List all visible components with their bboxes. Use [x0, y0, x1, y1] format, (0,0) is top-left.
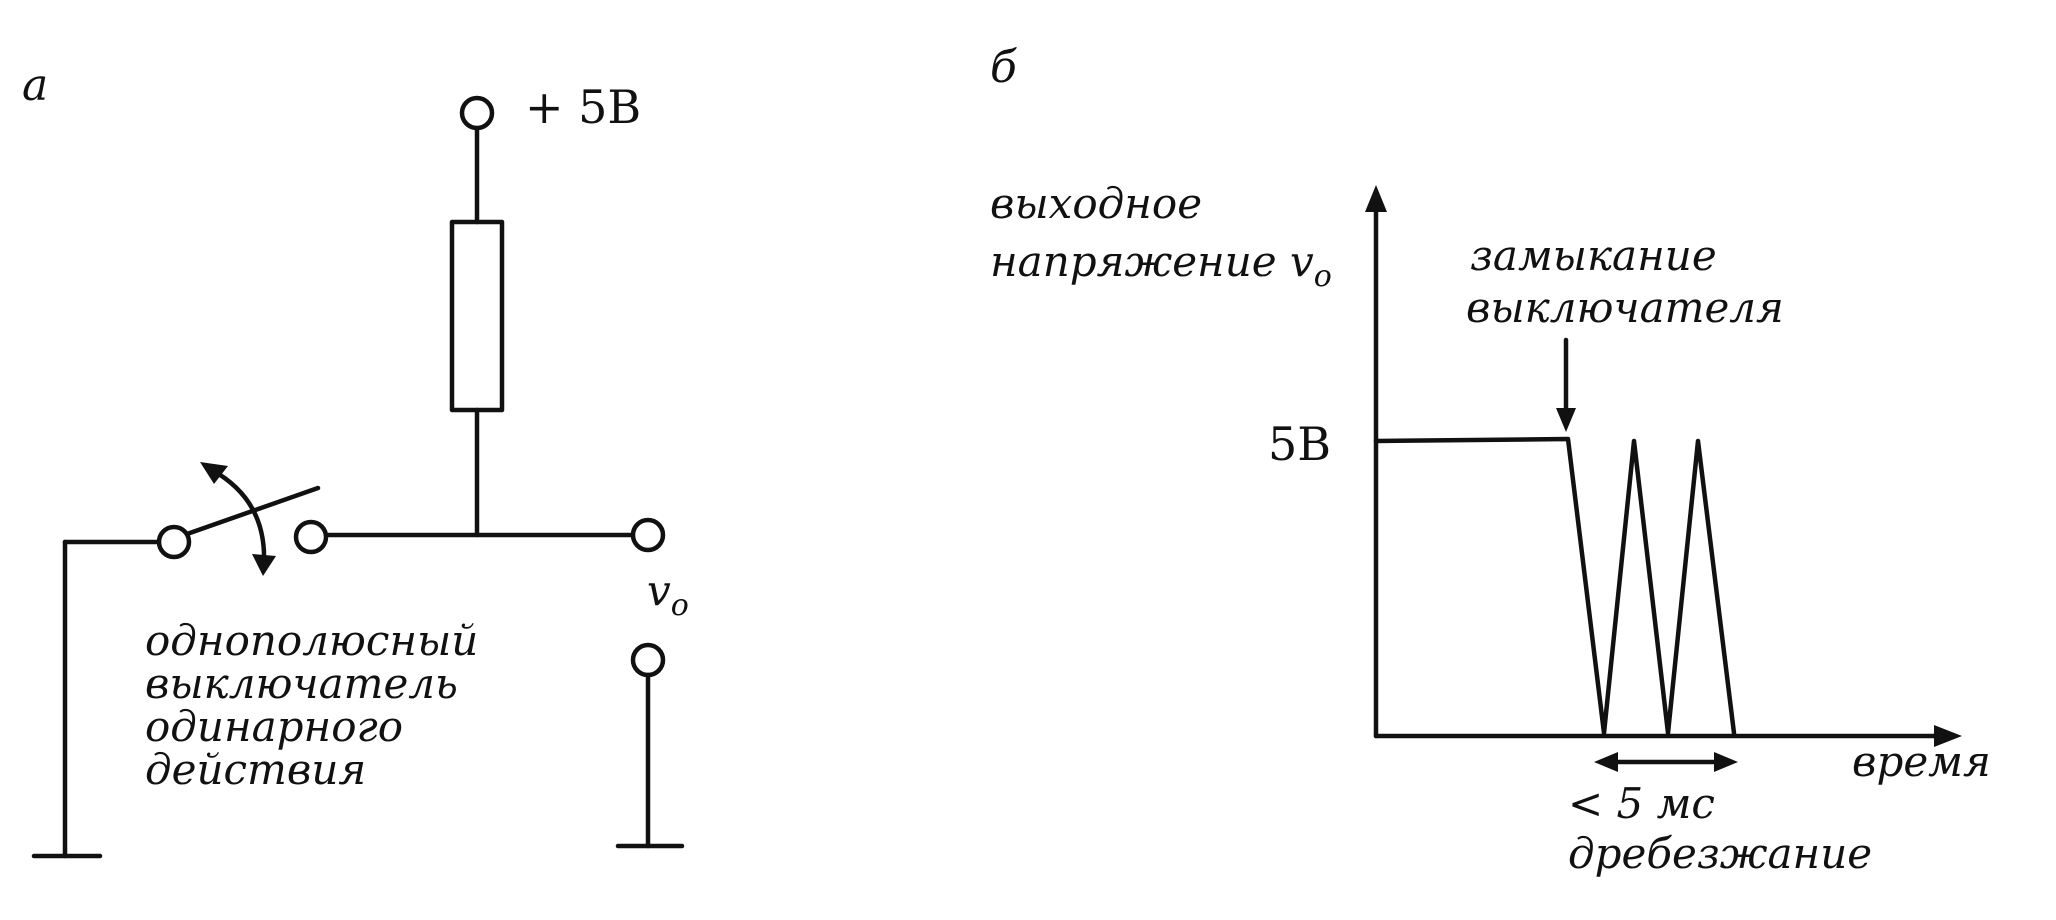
- output-waveform: [1373, 436, 1737, 736]
- switch-contact-right: [293, 519, 329, 555]
- annotation-line-2: выключателя: [1466, 283, 1784, 332]
- switch-label-line-2: выключатель: [145, 659, 458, 708]
- switch-motion-arrow: [209, 467, 267, 565]
- output-label: vo: [647, 566, 689, 623]
- y-axis-arrow: [1365, 185, 1387, 212]
- switch-description: однополюсный выключатель одинарного дейс…: [145, 616, 478, 794]
- supply-voltage-label: + 5В: [525, 80, 641, 134]
- bounce-label: дребезжание: [1568, 829, 1872, 878]
- ground-terminal: [630, 642, 666, 678]
- y-axis-label-line-2: напряжение vo: [990, 237, 1332, 294]
- x-axis-label: время: [1852, 737, 1991, 786]
- y-axis-label-line-1: выходное: [990, 179, 1202, 228]
- annotation-arrow-head: [1556, 408, 1576, 432]
- annotation-line-1: замыкание: [1470, 231, 1717, 280]
- bounce-span-arrow-right: [1714, 752, 1738, 772]
- switch-arrow-head-up: [200, 462, 228, 484]
- bounce-span-arrow-left: [1594, 752, 1618, 772]
- switch-contact-left: [156, 524, 192, 560]
- resistor: [449, 219, 505, 413]
- bounce-time-label: < 5 мс: [1568, 779, 1715, 828]
- switch-label-line-3: одинарного: [145, 702, 403, 751]
- panel-a-letter: а: [22, 60, 48, 111]
- panel-b-letter: б: [990, 42, 1017, 93]
- switch-label-line-4: действия: [145, 745, 366, 794]
- level-label: 5В: [1268, 417, 1331, 471]
- output-terminal: [630, 517, 666, 553]
- x-axis-arrow: [1934, 725, 1962, 747]
- switch-arrow-head-down: [252, 554, 276, 576]
- switch-label-line-1: однополюсный: [145, 616, 478, 665]
- supply-terminal: [459, 95, 495, 131]
